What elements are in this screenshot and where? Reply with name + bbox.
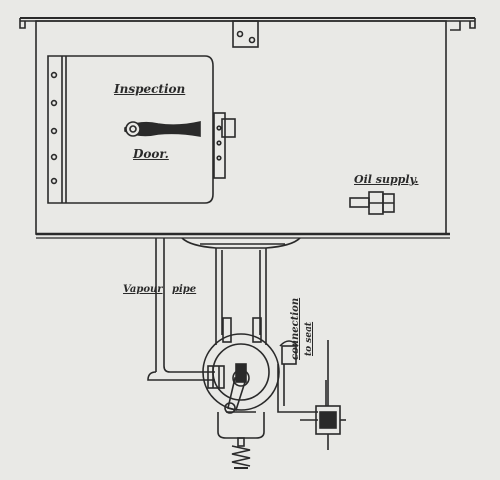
to-seat-label: to seat: [304, 321, 314, 356]
inspection-label: Inspection: [114, 82, 186, 96]
top-fitting: [277, 340, 300, 413]
top-bracket: [232, 20, 259, 48]
vapour-pipe: [147, 238, 225, 389]
valve-body: [202, 333, 280, 469]
oil-supply-label: Oil supply.: [354, 173, 419, 186]
heater-box: [35, 20, 450, 239]
vapour-label: Vapour: [123, 284, 163, 295]
seat-connection: [300, 340, 346, 450]
oil-supply-nut: [349, 191, 395, 215]
top-flange: [19, 17, 476, 31]
door-label: Door.: [133, 147, 169, 161]
support-column: [181, 237, 301, 345]
pipe-label: pipe: [172, 284, 197, 295]
inspection-door: [47, 55, 214, 204]
connection-label: connection: [290, 297, 301, 360]
door-handle: [124, 112, 236, 179]
